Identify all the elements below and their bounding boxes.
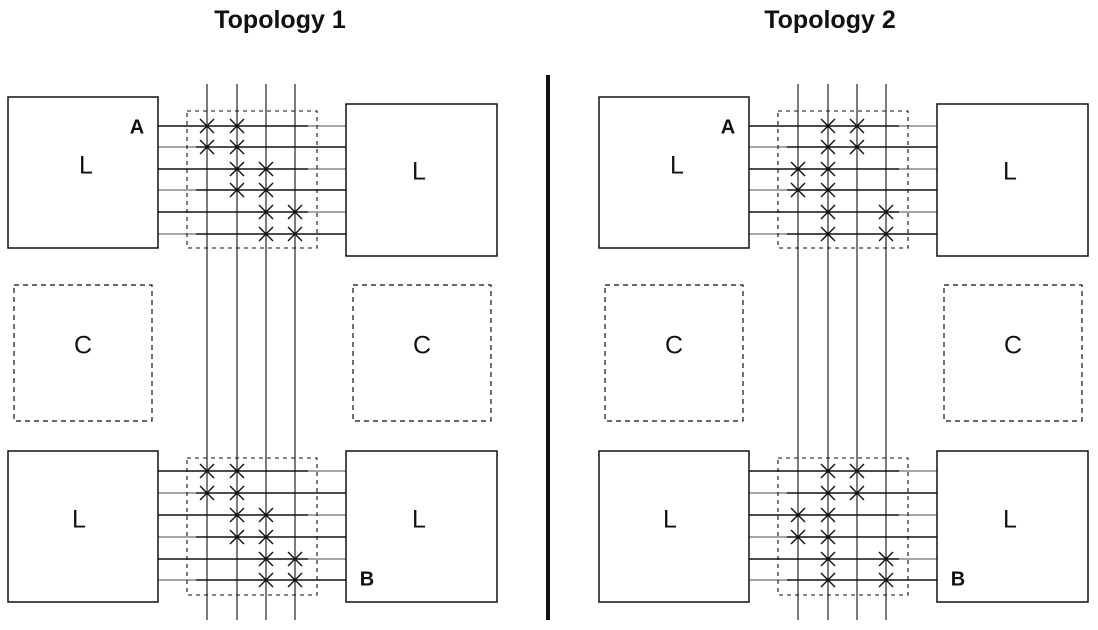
t1-crosspoint-bottom-2 <box>199 485 215 501</box>
t2-crosspoint-bottom-1 <box>849 463 865 479</box>
t2-logic-block-bottom-left <box>598 450 750 603</box>
t2-cache-label-left: C <box>665 332 683 360</box>
topology-1-title: Topology 1 <box>214 6 346 34</box>
t1-cache-block-right <box>352 284 492 422</box>
t2-logic-label-top-right: L <box>1003 158 1017 186</box>
t1-crosspoint-top-4 <box>229 161 245 177</box>
t1-cache-label-right: C <box>413 332 431 360</box>
t1-logic-block-bottom-right <box>345 450 498 603</box>
t1-crosspoint-bottom-8 <box>258 551 274 567</box>
t1-crosspoint-bottom-1 <box>229 463 245 479</box>
t1-switch-box-bottom <box>186 457 318 596</box>
t1-crosspoint-top-3 <box>229 139 245 155</box>
t1-crosspoint-top-2 <box>199 139 215 155</box>
t2-logic-block-top-right <box>936 103 1089 257</box>
t2-crosspoint-bottom-10 <box>820 572 836 588</box>
t2-logic-block-bottom-right <box>936 450 1089 603</box>
t2-crosspoint-bottom-9 <box>878 551 894 567</box>
t1-crosspoint-bottom-9 <box>287 551 303 567</box>
t2-crosspoint-bottom-8 <box>820 551 836 567</box>
t1-crosspoint-bottom-7 <box>258 529 274 545</box>
t2-cache-block-left <box>604 284 744 422</box>
t1-logic-block-bottom-left <box>7 450 159 603</box>
t2-crosspoint-top-7 <box>820 182 836 198</box>
t2-crosspoint-top-3 <box>849 139 865 155</box>
t2-logic-label-bottom-left: L <box>663 506 677 534</box>
t2-crosspoint-bottom-7 <box>820 529 836 545</box>
t1-logic-label-top-left: L <box>79 152 93 180</box>
t2-cache-label-right: C <box>1004 332 1022 360</box>
t1-switch-box-top <box>186 110 318 249</box>
t2-crosspoint-top-6 <box>790 182 806 198</box>
t2-switch-box-top <box>777 110 909 249</box>
t2-crosspoint-top-1 <box>849 118 865 134</box>
t2-logic-label-top-left: L <box>670 152 684 180</box>
t2-endpoint-a-label: A <box>721 116 735 138</box>
t2-switch-box-bottom <box>777 457 909 596</box>
t2-crosspoint-top-4 <box>790 161 806 177</box>
t2-crosspoint-bottom-11 <box>878 572 894 588</box>
t2-crosspoint-top-5 <box>820 161 836 177</box>
t2-logic-block-top-left <box>598 96 750 249</box>
t1-crosspoint-bottom-3 <box>229 485 245 501</box>
t1-crosspoint-top-0 <box>199 118 215 134</box>
t2-crosspoint-bottom-6 <box>790 529 806 545</box>
t2-crosspoint-top-2 <box>820 139 836 155</box>
t1-cache-block-left <box>13 284 153 422</box>
t2-crosspoint-bottom-3 <box>849 485 865 501</box>
t1-endpoint-b-label: B <box>360 568 374 590</box>
t1-crosspoint-bottom-10 <box>258 572 274 588</box>
t1-crosspoint-top-1 <box>229 118 245 134</box>
t1-crosspoint-top-5 <box>258 161 274 177</box>
t2-crosspoint-top-11 <box>878 226 894 242</box>
t1-crosspoint-top-8 <box>258 204 274 220</box>
t1-crosspoint-top-6 <box>229 182 245 198</box>
t1-crosspoint-top-11 <box>287 226 303 242</box>
t1-crosspoint-top-9 <box>287 204 303 220</box>
t1-logic-block-top-left <box>7 96 159 249</box>
t2-crosspoint-bottom-5 <box>820 507 836 523</box>
t2-crosspoint-bottom-2 <box>820 485 836 501</box>
t1-logic-label-bottom-right: L <box>412 506 426 534</box>
t2-endpoint-b-label: B <box>951 568 965 590</box>
t2-logic-label-bottom-right: L <box>1003 506 1017 534</box>
t2-cache-block-right <box>943 284 1083 422</box>
t2-crosspoint-top-9 <box>878 204 894 220</box>
t1-crosspoint-bottom-11 <box>287 572 303 588</box>
t2-crosspoint-bottom-4 <box>790 507 806 523</box>
t1-crosspoint-top-10 <box>258 226 274 242</box>
t1-endpoint-a-label: A <box>130 116 144 138</box>
t1-crosspoint-bottom-0 <box>199 463 215 479</box>
t1-crosspoint-bottom-5 <box>258 507 274 523</box>
t1-cache-label-left: C <box>74 332 92 360</box>
t1-crosspoint-top-7 <box>258 182 274 198</box>
t2-crosspoint-top-8 <box>820 204 836 220</box>
topology-2-title: Topology 2 <box>764 6 896 34</box>
t1-logic-label-bottom-left: L <box>72 506 86 534</box>
t1-logic-label-top-right: L <box>412 158 426 186</box>
t1-crosspoint-bottom-4 <box>229 507 245 523</box>
t2-crosspoint-top-0 <box>820 118 836 134</box>
t1-crosspoint-bottom-6 <box>229 529 245 545</box>
t2-crosspoint-bottom-0 <box>820 463 836 479</box>
t2-crosspoint-top-10 <box>820 226 836 242</box>
t1-logic-block-top-right <box>345 103 498 257</box>
